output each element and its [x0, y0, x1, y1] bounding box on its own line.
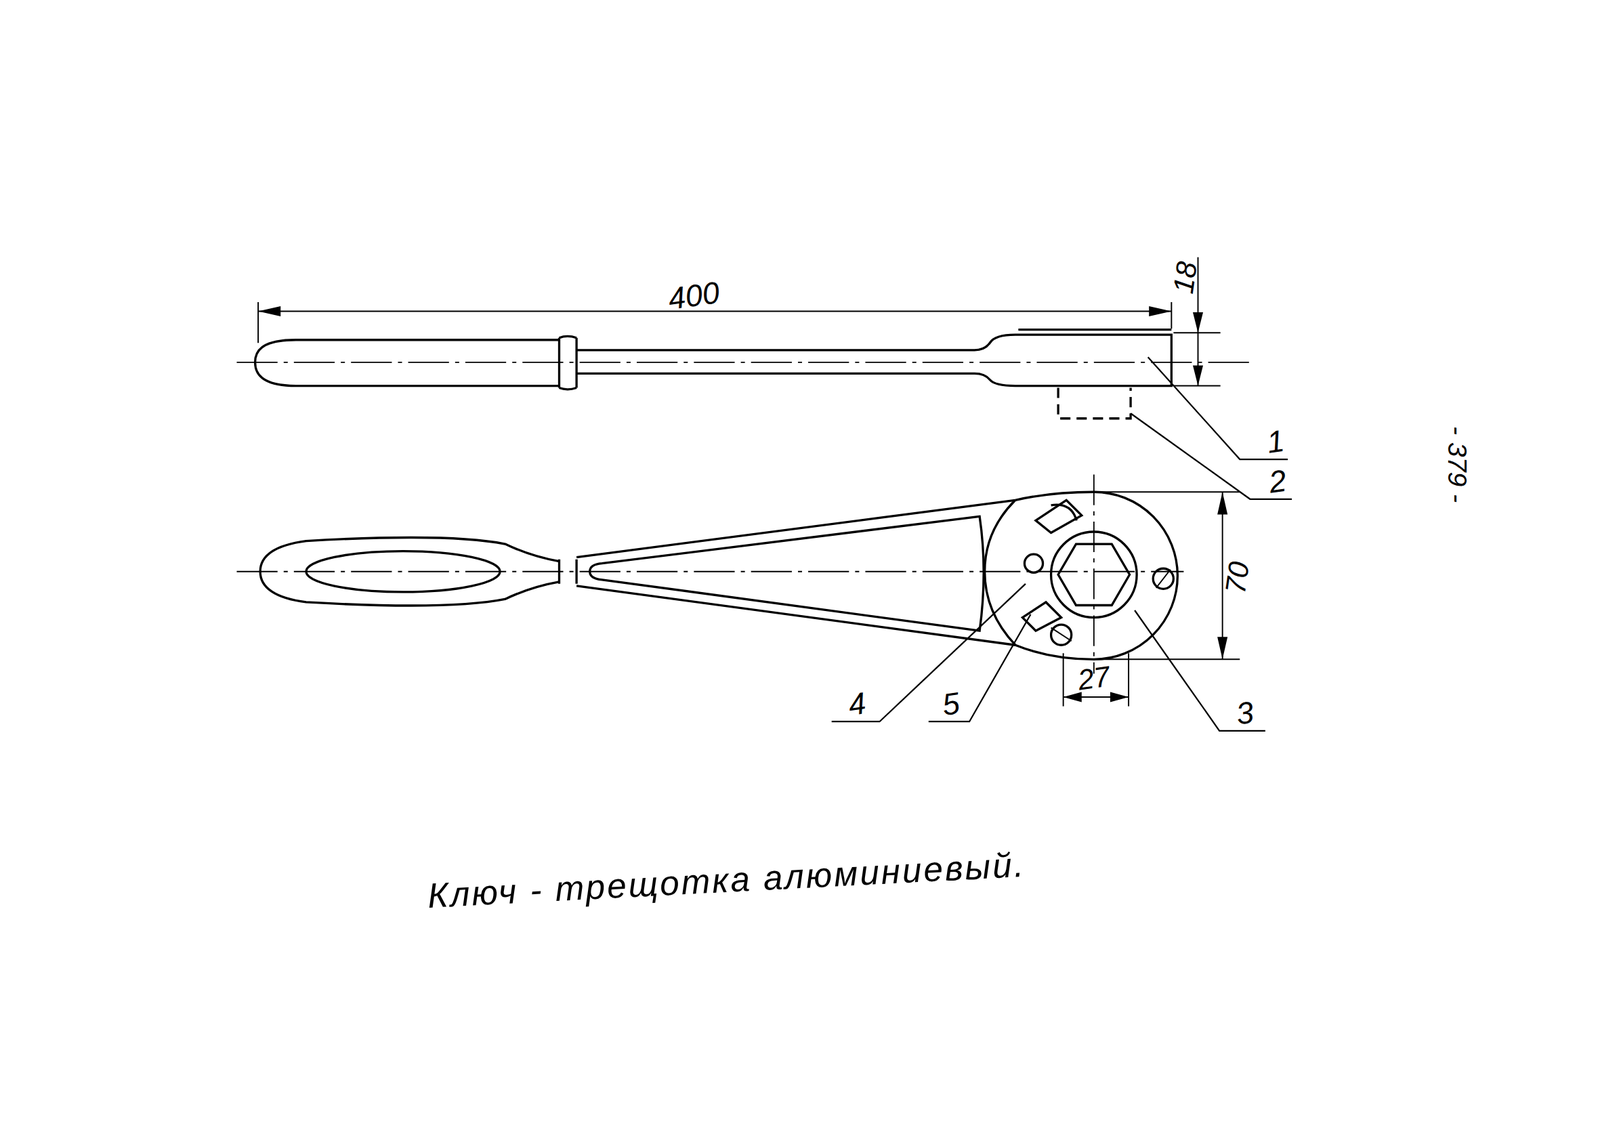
callout-number: 5	[940, 687, 962, 721]
callout-number: 4	[846, 687, 868, 721]
caption: Ключ - трещотка алюминиевый.	[426, 846, 1027, 913]
dimension-text: 70	[1221, 560, 1254, 596]
dimension-text: 27	[1076, 662, 1112, 696]
callout-number: 3	[1234, 697, 1256, 730]
page-number: - 379 -	[1444, 426, 1471, 503]
plan-view	[236, 474, 1265, 731]
dimension-text: 18	[1169, 260, 1202, 296]
dimension-text: 400	[666, 277, 722, 315]
side-view	[236, 257, 1292, 500]
callout-number: 1	[1264, 425, 1286, 458]
callout-number: 2	[1266, 465, 1288, 498]
